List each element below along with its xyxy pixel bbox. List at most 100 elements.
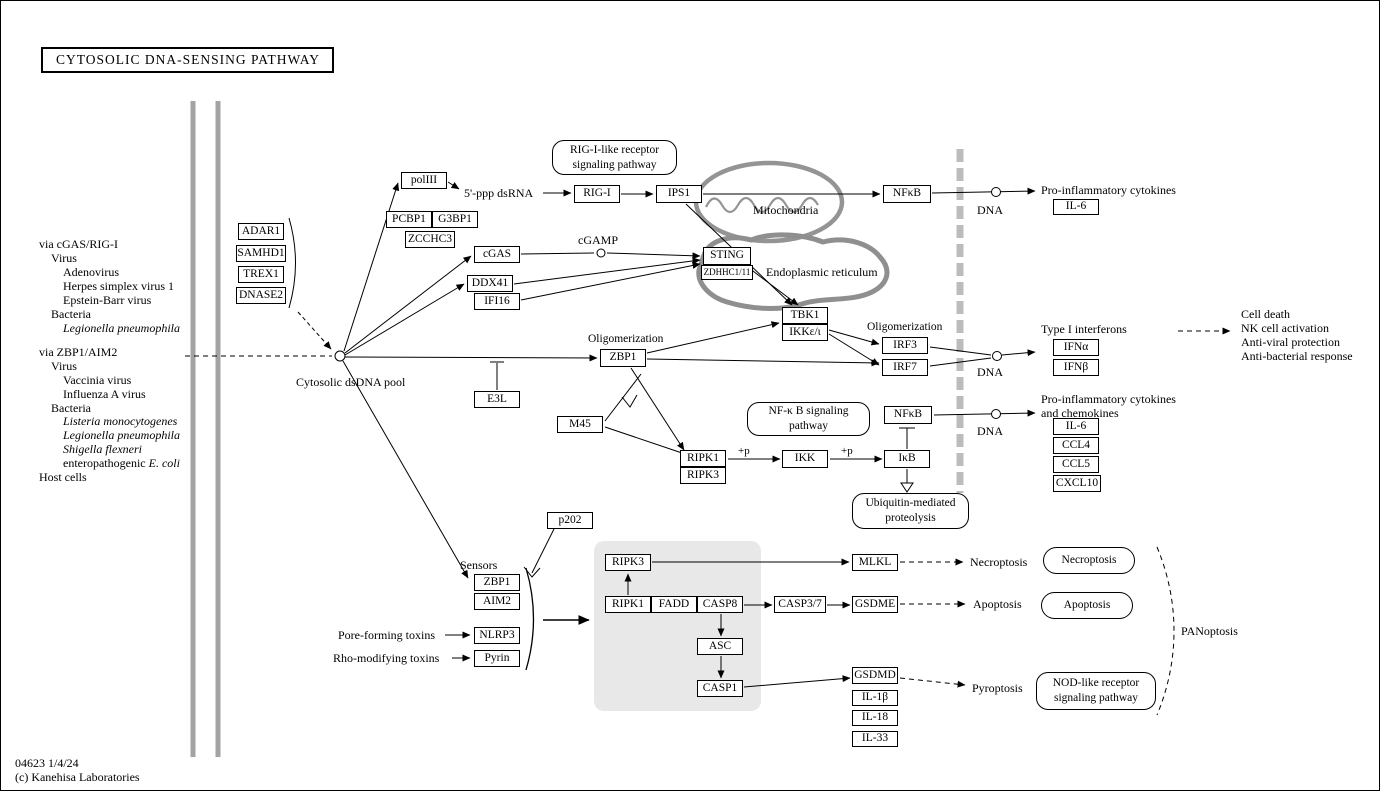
gene-ifnb[interactable]: IFNβ [1053, 359, 1099, 376]
gene-ripk1[interactable]: RIPK1 [680, 450, 726, 467]
label-vaccinia: Vaccinia virus [63, 373, 132, 387]
gene-zdhhc1-11[interactable]: ZDHHC1/11 [701, 265, 753, 280]
label-type1-interferons: Type I interferons [1041, 322, 1127, 336]
gene-ripk1-panel[interactable]: RIPK1 [605, 596, 651, 613]
label-bacteria-2: Bacteria [51, 401, 91, 415]
gene-m45[interactable]: M45 [557, 416, 603, 433]
gene-g3bp1[interactable]: G3BP1 [432, 211, 478, 228]
gene-ikb[interactable]: IκB [884, 450, 930, 468]
label-mitochondria: Mitochondria [753, 203, 819, 217]
pathway-box-apoptosis[interactable]: Apoptosis [1041, 592, 1133, 619]
label-endoplasmic-reticulum: Endoplasmic reticulum [766, 265, 878, 279]
label-epec-species: E. coli [148, 456, 180, 470]
gene-zbp1[interactable]: ZBP1 [600, 349, 646, 367]
label-legionella-1: Legionella pneumophila [63, 321, 180, 335]
label-plus-p-2: +p [841, 445, 853, 457]
gene-dnase2[interactable]: DNASE2 [236, 287, 286, 304]
label-panoptosis: PANoptosis [1181, 624, 1238, 638]
label-oligomerization-zbp1: Oligomerization [588, 333, 664, 345]
label-adenovirus: Adenovirus [63, 265, 119, 279]
label-pro-inflammatory-mid: Pro-inflammatory cytokines and chemokine… [1041, 392, 1176, 421]
pathway-title: CYTOSOLIC DNA-SENSING PATHWAY [41, 47, 334, 73]
copyright: (c) Kanehisa Laboratories [15, 770, 140, 784]
mitochondria-shape [693, 160, 845, 244]
label-pyroptosis: Pyroptosis [972, 681, 1023, 695]
gene-casp3-7[interactable]: CASP3/7 [774, 596, 826, 613]
gene-ifna[interactable]: IFNα [1053, 339, 1099, 356]
gene-nfkb-top[interactable]: NFκB [883, 185, 931, 203]
gene-gsdmd[interactable]: GSDMD [852, 667, 898, 684]
label-via-zbp1: via ZBP1/AIM2 [39, 345, 118, 359]
gene-ripk3[interactable]: RIPK3 [680, 467, 726, 484]
label-bacteria-1: Bacteria [51, 307, 91, 321]
cell-membrane [190, 101, 221, 757]
label-influenza: Influenza A virus [63, 387, 146, 401]
label-pore-forming-toxins: Pore-forming toxins [338, 628, 435, 642]
gene-il18[interactable]: IL-18 [852, 710, 898, 726]
label-5ppp-dsrna: 5'-ppp dsRNA [464, 186, 534, 200]
gene-trex1[interactable]: TREX1 [238, 266, 284, 283]
gene-ccl4[interactable]: CCL4 [1053, 437, 1099, 454]
gene-ripk3-panel[interactable]: RIPK3 [605, 554, 651, 571]
gene-irf7[interactable]: IRF7 [882, 359, 928, 376]
map-id: 04623 1/4/24 [15, 756, 79, 770]
label-legionella-2: Legionella pneumophila [63, 428, 180, 442]
label-shigella: Shigella flexneri [63, 442, 142, 456]
gene-nfkb-mid[interactable]: NFκB [884, 406, 932, 424]
gene-sting[interactable]: STING [703, 247, 751, 265]
gene-cxcl10[interactable]: CXCL10 [1053, 475, 1101, 492]
gene-adar1[interactable]: ADAR1 [238, 223, 284, 240]
gene-aim2[interactable]: AIM2 [474, 593, 520, 610]
gene-ikk[interactable]: IKK [782, 450, 828, 468]
label-epec-prefix: enteropathogenic [63, 456, 146, 470]
gene-ccl5[interactable]: CCL5 [1053, 456, 1099, 473]
pathway-box-necroptosis[interactable]: Necroptosis [1043, 547, 1135, 574]
label-hsv1: Herpes simplex virus 1 [63, 279, 174, 293]
gene-ips1[interactable]: IPS1 [656, 185, 702, 203]
gene-il1b[interactable]: IL-1β [852, 690, 898, 706]
gene-tbk1[interactable]: TBK1 [782, 307, 828, 324]
gene-ikke[interactable]: IKKε/ι [782, 324, 828, 341]
pathway-box-rlr[interactable]: RIG-I-like receptor signaling pathway [552, 140, 677, 175]
gene-il6-top[interactable]: IL-6 [1053, 199, 1099, 215]
endoplasmic-reticulum-shape [696, 232, 890, 311]
gene-gsdme[interactable]: GSDME [852, 596, 898, 613]
gene-il33[interactable]: IL-33 [852, 731, 898, 747]
gene-ifi16[interactable]: IFI16 [474, 293, 520, 310]
connector-lines [185, 181, 1231, 716]
label-outcomes: Cell death NK cell activation Anti-viral… [1241, 307, 1353, 364]
label-via-cgas: via cGAS/RIG-I [39, 237, 118, 251]
gene-rigi[interactable]: RIG-I [574, 185, 620, 203]
pathway-box-nfkb-signaling[interactable]: NF-κ B signaling pathway [747, 402, 870, 436]
gene-samhd1[interactable]: SAMHD1 [236, 245, 286, 262]
gene-e3l[interactable]: E3L [474, 391, 520, 408]
gene-zbp1-sensor[interactable]: ZBP1 [474, 574, 520, 591]
pathway-box-nlr[interactable]: NOD-like receptor signaling pathway [1036, 672, 1156, 710]
gene-casp8[interactable]: CASP8 [697, 596, 743, 613]
gene-ddx41[interactable]: DDX41 [467, 275, 513, 292]
gene-casp1[interactable]: CASP1 [697, 680, 743, 697]
gene-il6-mid[interactable]: IL-6 [1053, 418, 1099, 435]
pathway-box-ubiquitin-proteolysis[interactable]: Ubiquitin-mediated proteolysis [852, 493, 969, 529]
gene-pcbp1[interactable]: PCBP1 [386, 211, 432, 228]
label-dna-1: DNA [977, 203, 1003, 217]
gene-poliii[interactable]: polIII [401, 172, 447, 189]
gene-zcchc3[interactable]: ZCCHC3 [405, 231, 455, 248]
gene-cgas[interactable]: cGAS [474, 246, 520, 263]
gene-mlkl[interactable]: MLKL [852, 554, 898, 571]
gene-asc[interactable]: ASC [697, 638, 743, 655]
label-plus-p-1: +p [738, 445, 750, 457]
gene-irf3[interactable]: IRF3 [882, 337, 928, 354]
gene-fadd[interactable]: FADD [651, 596, 697, 613]
label-rho-modifying-toxins: Rho-modifying toxins [333, 651, 440, 665]
gene-p202[interactable]: p202 [547, 512, 593, 529]
gene-pyrin[interactable]: Pyrin [474, 650, 520, 667]
label-apoptosis: Apoptosis [973, 597, 1022, 611]
label-host-cells: Host cells [39, 470, 87, 484]
label-virus-1: Virus [51, 251, 77, 265]
gene-nlrp3[interactable]: NLRP3 [474, 627, 520, 644]
label-cgamp: cGAMP [578, 233, 619, 247]
